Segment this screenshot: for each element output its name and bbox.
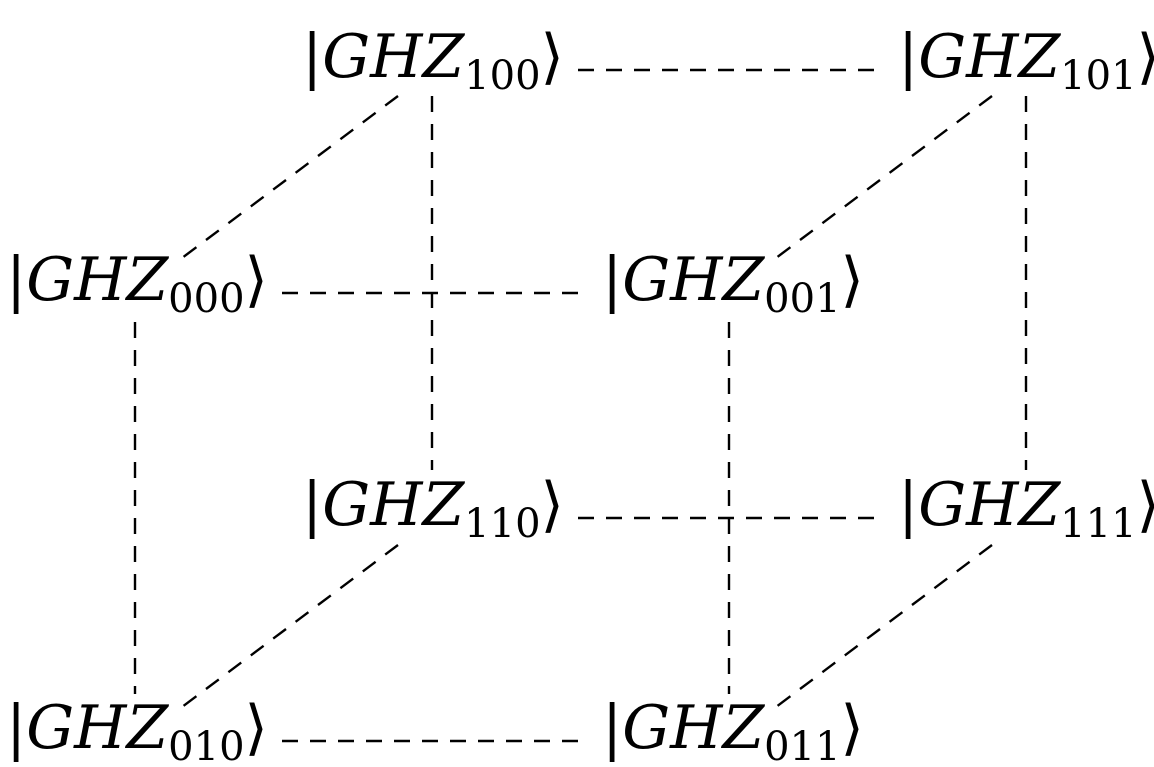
edge-101-001 bbox=[775, 95, 993, 259]
ket-open-bracket: | bbox=[302, 470, 322, 540]
ket-open-bracket: | bbox=[302, 22, 322, 92]
ket-close-bracket: ⟩ bbox=[541, 470, 564, 540]
ket-open-bracket: | bbox=[602, 693, 622, 763]
ket-subscript: 101 bbox=[1060, 53, 1136, 99]
edge-100-000 bbox=[181, 95, 399, 259]
ket-open-bracket: | bbox=[6, 245, 26, 315]
ket-subscript: 001 bbox=[764, 276, 840, 322]
edges-layer bbox=[133, 68, 1028, 743]
ket-base: GHZ bbox=[918, 470, 1061, 540]
ket-close-bracket: ⟩ bbox=[541, 22, 564, 92]
ket-base: GHZ bbox=[26, 245, 169, 315]
ket-close-bracket: ⟩ bbox=[245, 245, 268, 315]
ket-ghz-000: |GHZ000⟩ bbox=[6, 245, 268, 322]
ket-subscript: 011 bbox=[764, 724, 840, 767]
ket-close-bracket: ⟩ bbox=[841, 693, 864, 763]
ket-base: GHZ bbox=[26, 693, 169, 763]
ket-close-bracket: ⟩ bbox=[841, 245, 864, 315]
ket-open-bracket: | bbox=[6, 693, 26, 763]
ket-close-bracket: ⟩ bbox=[1137, 22, 1154, 92]
ket-ghz-001: |GHZ001⟩ bbox=[602, 245, 864, 322]
ket-ghz-111: |GHZ111⟩ bbox=[898, 470, 1154, 547]
ket-base: GHZ bbox=[622, 693, 765, 763]
ket-open-bracket: | bbox=[602, 245, 622, 315]
ket-close-bracket: ⟩ bbox=[245, 693, 268, 763]
ket-subscript: 100 bbox=[464, 53, 540, 99]
ket-subscript: 000 bbox=[168, 276, 244, 322]
ket-ghz-011: |GHZ011⟩ bbox=[602, 693, 864, 767]
ket-base: GHZ bbox=[918, 22, 1061, 92]
ket-subscript: 111 bbox=[1060, 501, 1136, 547]
ket-close-bracket: ⟩ bbox=[1137, 470, 1154, 540]
edge-110-010 bbox=[181, 544, 399, 708]
ket-base: GHZ bbox=[322, 470, 465, 540]
ket-base: GHZ bbox=[322, 22, 465, 92]
edge-111-011 bbox=[775, 544, 993, 708]
ket-ghz-101: |GHZ101⟩ bbox=[898, 22, 1154, 99]
ket-subscript: 010 bbox=[168, 724, 244, 767]
ket-ghz-110: |GHZ110⟩ bbox=[302, 470, 564, 547]
nodes-layer: |GHZ100⟩|GHZ101⟩|GHZ000⟩|GHZ001⟩|GHZ110⟩… bbox=[6, 22, 1154, 767]
ket-open-bracket: | bbox=[898, 22, 918, 92]
ket-ghz-010: |GHZ010⟩ bbox=[6, 693, 268, 767]
ket-open-bracket: | bbox=[898, 470, 918, 540]
ket-ghz-100: |GHZ100⟩ bbox=[302, 22, 564, 99]
ket-base: GHZ bbox=[622, 245, 765, 315]
ket-subscript: 110 bbox=[464, 501, 540, 547]
